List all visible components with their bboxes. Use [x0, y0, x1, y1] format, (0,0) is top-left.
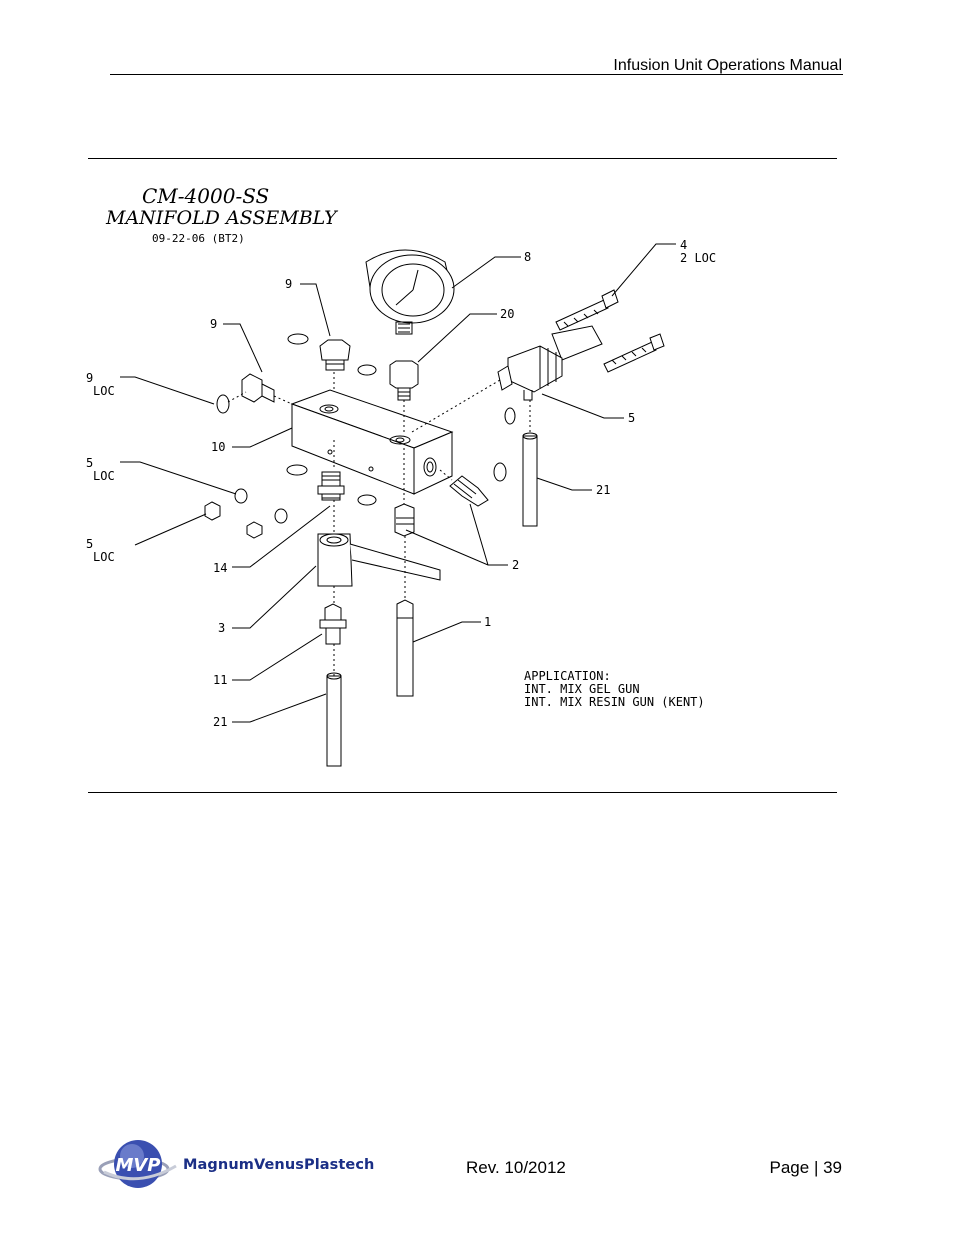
logo-text: MagnumVenusPlastech — [183, 1157, 375, 1173]
drawing-title-1: CM-4000-SS — [142, 184, 269, 208]
reducer-fitting — [319, 603, 347, 645]
lock-washers — [234, 488, 288, 524]
hex-fitting — [394, 503, 415, 537]
tube-right — [522, 432, 538, 527]
o-ring — [357, 364, 377, 376]
callout-left-9: 9 — [86, 371, 93, 385]
hex-nuts — [204, 501, 263, 539]
hex-nipple — [317, 471, 345, 501]
page-number: Page | 39 — [769, 1158, 842, 1177]
figure-bottom-rule — [88, 792, 837, 793]
o-ring — [287, 333, 309, 345]
angle-fitting — [449, 475, 489, 507]
revision-text: Rev. 10/2012 — [466, 1158, 566, 1177]
header-rule — [110, 74, 843, 75]
callout-8: 8 — [524, 250, 531, 264]
pressure-gauge — [365, 249, 455, 335]
callout-11: 11 — [213, 673, 227, 687]
callout-21-right: 21 — [596, 483, 610, 497]
ball-valve — [317, 533, 441, 587]
tube-center — [396, 599, 414, 697]
callout-21-lower: 21 — [213, 715, 227, 729]
o-ring — [357, 494, 377, 506]
tube-lower — [326, 672, 342, 767]
callout-2: 2 — [512, 558, 519, 572]
callout-3: 3 — [218, 621, 225, 635]
application-label: APPLICATION: — [524, 669, 611, 683]
o-ring — [216, 394, 230, 414]
application-item-2: INT. MIX RESIN GUN (KENT) — [524, 695, 705, 709]
company-logo: MVP MagnumVenusPlastech — [98, 1136, 398, 1198]
callout-left-9-qty: LOC — [93, 384, 115, 398]
callout-left-5a: 5 — [86, 456, 93, 470]
manifold-block — [290, 389, 454, 495]
mvp-globe-icon: MVP — [98, 1140, 177, 1188]
callout-4: 4 — [680, 238, 687, 252]
o-ring — [493, 462, 507, 482]
callout-20: 20 — [500, 307, 514, 321]
adapter-fitting — [389, 360, 419, 401]
callout-1: 1 — [484, 615, 491, 629]
top-plug — [319, 339, 351, 371]
drawing-date-code: 09-22-06 (BT2) — [152, 232, 245, 245]
application-item-1: INT. MIX GEL GUN — [524, 682, 640, 696]
assembly-centerlines — [227, 372, 531, 676]
callout-9-top: 9 — [285, 277, 292, 291]
callout-10: 10 — [211, 440, 225, 454]
o-ring — [286, 464, 308, 476]
side-plug — [241, 373, 275, 403]
callout-4-qty: 2 LOC — [680, 251, 716, 265]
o-ring — [504, 407, 516, 425]
callout-9-left: 9 — [210, 317, 217, 331]
logo-mark: MVP — [115, 1155, 160, 1176]
manifold-assembly-drawing: CM-4000-SS MANIFOLD ASSEMBLY 09-22-06 (B… — [86, 184, 716, 767]
swivel-fitting — [497, 325, 603, 401]
figure-top-rule — [88, 158, 837, 159]
callout-left-5a-qty: LOC — [93, 469, 115, 483]
callout-5: 5 — [628, 411, 635, 425]
header-title: Infusion Unit Operations Manual — [613, 57, 842, 74]
callout-left-5b-qty: LOC — [93, 550, 115, 564]
callout-left-5b: 5 — [86, 537, 93, 551]
leader-lines — [120, 243, 676, 723]
callout-14: 14 — [213, 561, 227, 575]
drawing-title-2: MANIFOLD ASSEMBLY — [105, 207, 339, 229]
cap-screws — [555, 289, 665, 373]
